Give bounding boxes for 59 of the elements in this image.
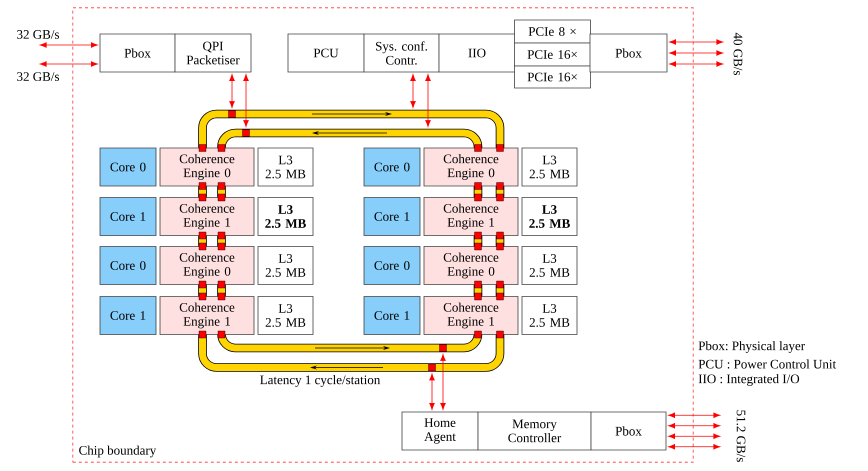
core-box: Core 0 bbox=[100, 246, 156, 285]
core-box: Core 0 bbox=[100, 148, 156, 186]
arrow bbox=[40, 42, 98, 48]
unit-box: Memory Controller bbox=[478, 412, 592, 450]
cache-box: L3 2.5 MB bbox=[522, 246, 578, 285]
arrow bbox=[668, 444, 720, 450]
unit-box: QPI Packetiser bbox=[174, 34, 252, 72]
unit-box: PCIe 16× bbox=[514, 42, 591, 66]
unit-box: Pbox bbox=[590, 412, 666, 450]
arrow bbox=[429, 374, 435, 410]
cache-box: L3 2.5 MB bbox=[258, 148, 314, 186]
coherence-engine-box: Coherence Engine 1 bbox=[424, 197, 518, 236]
core-box: Core 1 bbox=[364, 197, 420, 236]
legend-note: Pbox: Physical layer bbox=[698, 341, 805, 353]
cache-box: L3 2.5 MB bbox=[522, 296, 578, 335]
unit-box: PCIe 8 × bbox=[514, 20, 591, 44]
legend-note: PCU : Power Control Unit bbox=[698, 359, 836, 369]
coherence-engine-box: Coherence Engine 0 bbox=[424, 148, 518, 186]
arrow bbox=[40, 61, 98, 67]
unit-box: Home Agent bbox=[402, 412, 478, 450]
cache-box: L3 2.5 MB bbox=[522, 148, 578, 186]
unit-box: Sys. conf. Contr. bbox=[364, 34, 440, 72]
unit-box: IIO bbox=[438, 34, 516, 72]
arrow bbox=[668, 434, 720, 439]
cache-box: L3 2.5 MB bbox=[258, 296, 314, 335]
unit-box: PCIe 16× bbox=[514, 66, 591, 88]
coherence-engine-box: Coherence Engine 0 bbox=[160, 148, 254, 186]
unit-box: PCU bbox=[288, 34, 364, 72]
arrow bbox=[669, 50, 724, 56]
arrow bbox=[669, 61, 724, 67]
arrow bbox=[410, 74, 416, 108]
legend-note: IIO : Integrated I/O bbox=[698, 374, 800, 386]
core-box: Core 0 bbox=[364, 246, 420, 285]
rate-label: 51.2 GB/s bbox=[736, 410, 746, 462]
coherence-engine-box: Coherence Engine 1 bbox=[160, 296, 254, 335]
arrow bbox=[668, 412, 720, 418]
core-box: Core 1 bbox=[100, 197, 156, 236]
rate-label: 32 GB/s bbox=[17, 72, 60, 81]
arrow bbox=[440, 354, 446, 410]
arrow bbox=[669, 39, 724, 45]
rate-label: 40 GB/s bbox=[734, 32, 742, 76]
coherence-engine-box: Coherence Engine 1 bbox=[160, 197, 254, 236]
rate-label: 32 GB/s bbox=[17, 30, 60, 39]
cache-box: L3 2.5 MB bbox=[258, 197, 314, 236]
unit-box: Pbox bbox=[590, 34, 668, 72]
arrow bbox=[229, 74, 235, 108]
core-box: Core 1 bbox=[100, 296, 156, 335]
core-box: Core 0 bbox=[364, 148, 420, 186]
unit-box: Pbox bbox=[100, 34, 176, 72]
core-box: Core 1 bbox=[364, 296, 420, 335]
cache-box: L3 2.5 MB bbox=[258, 246, 314, 285]
arrow bbox=[243, 74, 249, 127]
latency-label: Latency 1 cycle/station bbox=[260, 375, 380, 387]
coherence-engine-box: Coherence Engine 0 bbox=[424, 246, 518, 285]
arrow bbox=[425, 74, 431, 127]
arrow bbox=[668, 423, 720, 428]
coherence-engine-box: Coherence Engine 0 bbox=[160, 246, 254, 285]
cache-box: L3 2.5 MB bbox=[522, 197, 578, 236]
coherence-engine-box: Coherence Engine 1 bbox=[424, 296, 518, 335]
